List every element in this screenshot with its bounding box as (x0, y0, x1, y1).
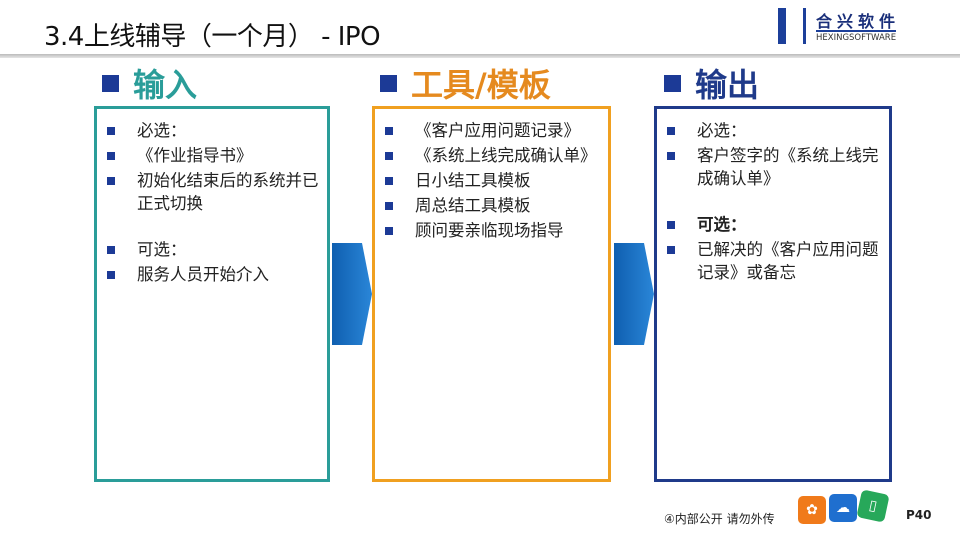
item-text: 周总结工具模板 (415, 196, 531, 215)
company-logo: 合兴软件 HEXINGSOFTWARE (772, 6, 912, 46)
item-text: 《系统上线完成确认单》 (415, 146, 597, 165)
bullet-icon (107, 246, 115, 254)
column-box: 必选： 客户签字的《系统上线完成确认单》可选： 已解决的《客户应用问题记录》或备忘 (654, 106, 892, 482)
item-text: 初始化结束后的系统并已正式切换 (137, 171, 319, 213)
bullet-icon (667, 221, 675, 229)
list-item: 《作业指导书》 (107, 144, 319, 167)
list-item: 客户签字的《系统上线完成确认单》 (667, 144, 881, 190)
logo-cn: 合兴软件 (816, 12, 901, 31)
list-item: 《客户应用问题记录》 (385, 119, 600, 142)
column-heading: 工具/模板 (380, 60, 551, 106)
heading-text: 输入 (133, 66, 198, 104)
item-text: 可选： (137, 240, 187, 259)
bullet-square-icon (102, 74, 119, 92)
device-cube-icon: ▯ (856, 489, 890, 523)
heading-text: 工具/模板 (411, 66, 551, 104)
logo-h-icon (778, 8, 806, 44)
item-text: 日小结工具模板 (415, 171, 531, 190)
list-item: 日小结工具模板 (385, 169, 600, 192)
cloud-cube-icon: ☁ (829, 494, 857, 522)
item-text: 《作业指导书》 (137, 146, 253, 165)
bullet-icon (385, 202, 393, 210)
item-text: 顾问要亲临现场指导 (415, 221, 564, 240)
bullet-icon (667, 246, 675, 254)
arrow-right-icon (332, 243, 372, 345)
bullet-icon (667, 152, 675, 160)
list-item: 周总结工具模板 (385, 194, 600, 217)
bullet-icon (385, 227, 393, 235)
slide-title: 3.4上线辅导（一个月） - IPO (44, 22, 381, 52)
list-item: 必选： (667, 119, 881, 142)
bullet-icon (107, 271, 115, 279)
item-text: 已解决的《客户应用问题记录》或备忘 (697, 240, 879, 282)
list-item: 必选： (107, 119, 319, 142)
list-item: 服务人员开始介入 (107, 263, 319, 286)
list-item: 《系统上线完成确认单》 (385, 144, 600, 167)
list-item: 已解决的《客户应用问题记录》或备忘 (667, 238, 881, 284)
item-text: 客户签字的《系统上线完成确认单》 (697, 146, 879, 188)
bullet-icon (385, 127, 393, 135)
item-text: 可选： (697, 215, 747, 234)
column-heading: 输入 (102, 60, 197, 106)
column-box: 必选： 《作业指导书》初始化结束后的系统并已正式切换可选： 服务人员开始介入 (94, 106, 330, 482)
column-box: 《客户应用问题记录》《系统上线完成确认单》日小结工具模板周总结工具模板顾问要亲临… (372, 106, 611, 482)
list-item: 顾问要亲临现场指导 (385, 219, 600, 242)
item-text: 必选： (697, 121, 747, 140)
column-heading: 输出 (664, 60, 759, 106)
bullet-icon (107, 152, 115, 160)
bullet-square-icon (664, 74, 681, 92)
title-divider (0, 54, 960, 58)
network-cube-icon: ✿ (798, 496, 826, 524)
bullet-icon (107, 177, 115, 185)
bullet-square-icon (380, 74, 397, 92)
list-item: 初始化结束后的系统并已正式切换 (107, 169, 319, 215)
bullet-icon (385, 177, 393, 185)
item-text: 《客户应用问题记录》 (415, 121, 580, 140)
bullet-icon (667, 127, 675, 135)
arrow-right-icon (614, 243, 654, 345)
list-item: 可选： (667, 213, 881, 236)
heading-text: 输出 (695, 66, 760, 104)
logo-en: HEXINGSOFTWARE (816, 30, 897, 43)
page-number: P40 (906, 508, 932, 522)
confidentiality-notice: ④内部公开 请勿外传 (664, 512, 775, 526)
item-text: 服务人员开始介入 (137, 265, 269, 284)
list-item: 可选： (107, 238, 319, 261)
item-text: 必选： (137, 121, 187, 140)
bullet-icon (107, 127, 115, 135)
bullet-icon (385, 152, 393, 160)
